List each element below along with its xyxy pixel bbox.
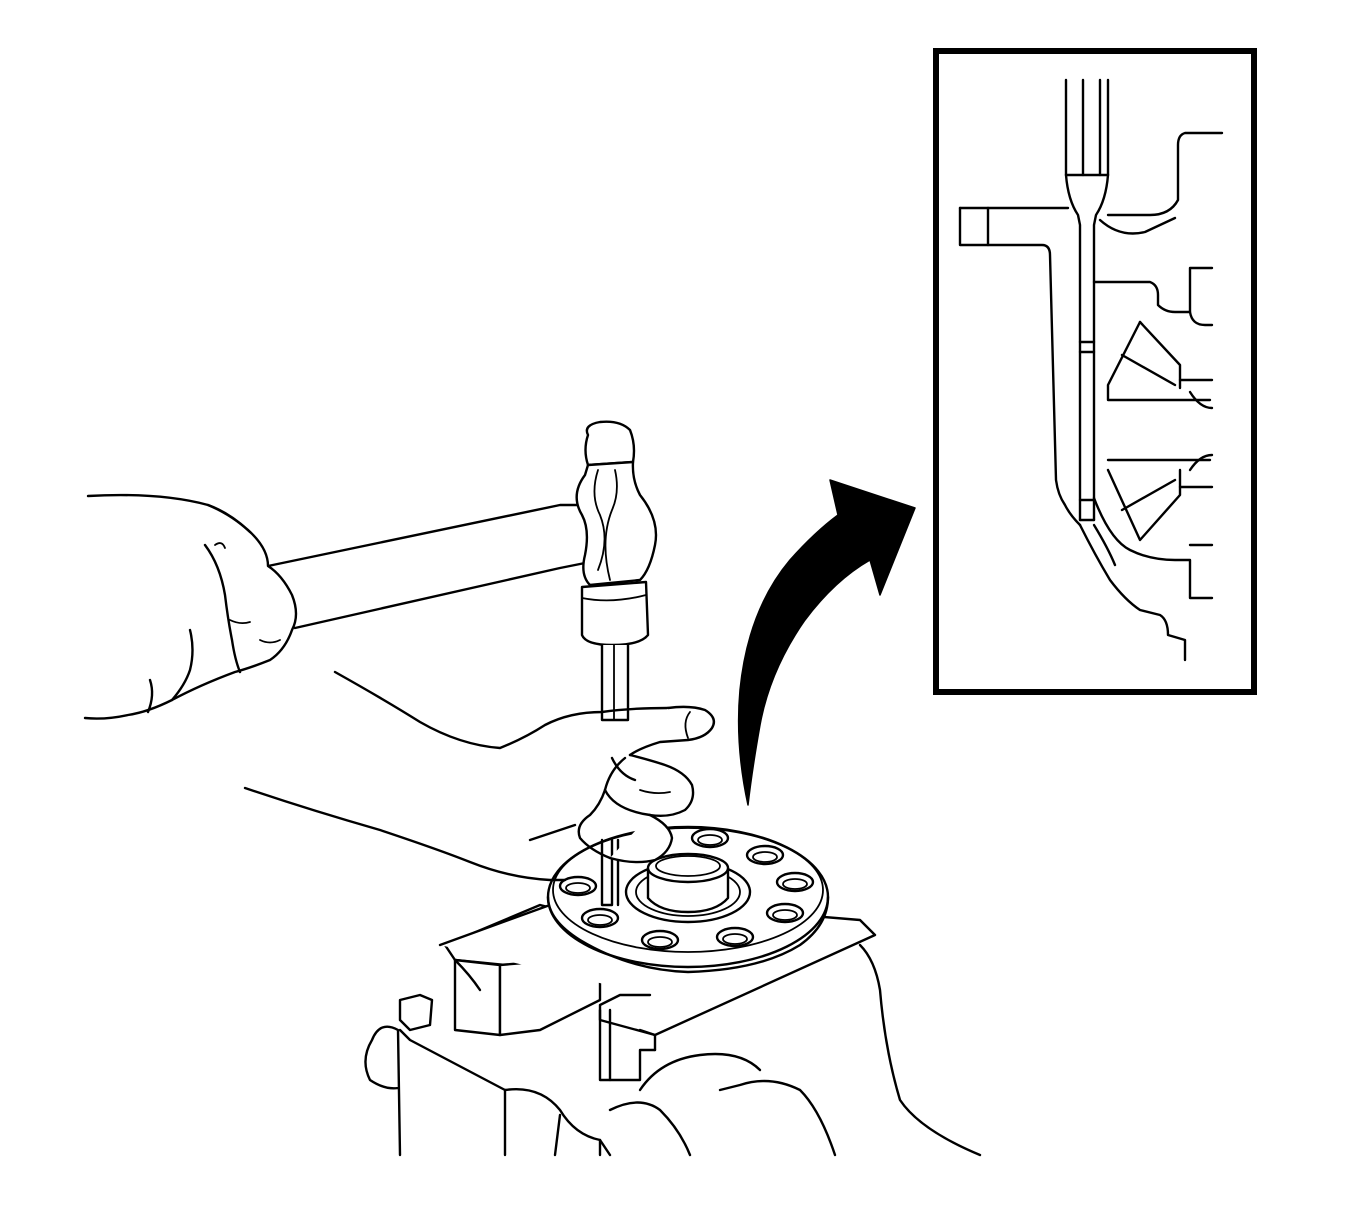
curved-arrow-icon bbox=[737, 479, 916, 806]
flange-bolt-holes bbox=[558, 827, 815, 951]
inset-cross-section bbox=[958, 131, 1224, 662]
callout-arrow bbox=[737, 479, 916, 806]
hand-holding-punch bbox=[243, 670, 716, 882]
detail-inset bbox=[933, 48, 1257, 695]
inset-punch bbox=[1064, 78, 1110, 522]
hand-holding-hammer bbox=[83, 493, 298, 720]
hammer bbox=[266, 420, 658, 647]
